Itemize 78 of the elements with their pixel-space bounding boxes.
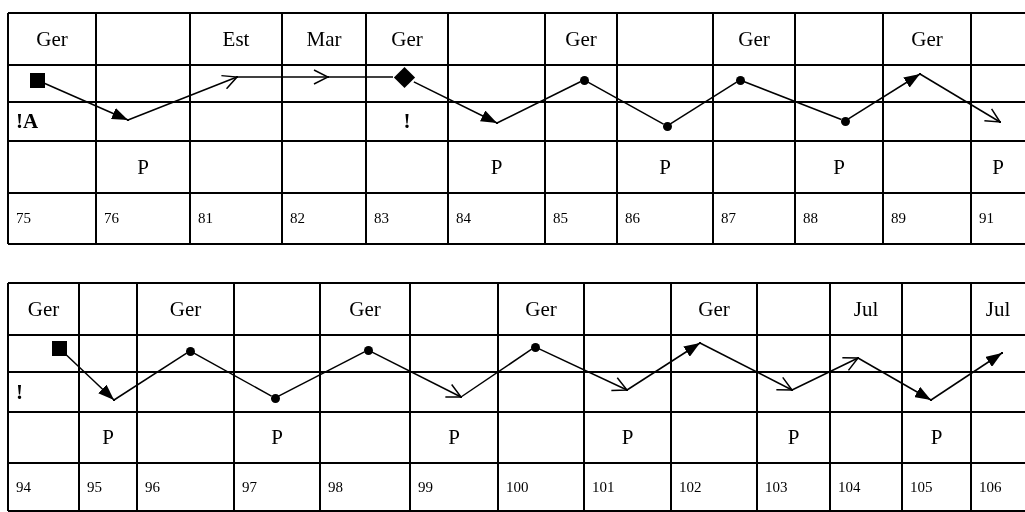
letter-label: P <box>992 156 1004 178</box>
number-label: 89 <box>891 211 906 226</box>
arrow <box>857 357 932 401</box>
letter-label: P <box>621 427 634 448</box>
line-segment <box>669 81 738 125</box>
number-label: 105 <box>910 479 933 495</box>
mark-label: ! <box>403 111 411 132</box>
number-label: 86 <box>625 211 640 226</box>
arrow <box>413 81 498 124</box>
letter-label: P <box>659 156 671 178</box>
arrow <box>370 351 462 398</box>
arrow <box>919 73 1001 123</box>
number-label: 75 <box>16 211 31 226</box>
mark-label: !A <box>16 111 39 132</box>
name-label: Est <box>222 28 250 50</box>
line-segment <box>113 352 188 401</box>
number-label: 83 <box>374 211 389 226</box>
number-label: 101 <box>592 479 615 495</box>
line-segment <box>277 351 366 397</box>
arrow <box>64 352 115 401</box>
arrow <box>791 357 859 391</box>
arrow <box>43 82 129 121</box>
name-label: Ger <box>525 298 557 320</box>
number-label: 96 <box>145 479 160 495</box>
number-label: 98 <box>328 479 343 495</box>
name-label: Ger <box>169 298 202 320</box>
number-label: 97 <box>242 479 257 495</box>
name-label: Ger <box>911 28 943 50</box>
letter-label: P <box>787 427 800 448</box>
arrow <box>127 74 238 121</box>
number-label: 99 <box>418 479 433 495</box>
name-label: Ger <box>36 28 68 50</box>
name-label: Jul <box>853 298 879 320</box>
arrow <box>537 347 628 392</box>
number-label: 102 <box>679 479 702 495</box>
name-label: Mar <box>306 28 342 50</box>
name-label: Ger <box>27 298 60 320</box>
name-label: Jul <box>985 298 1011 320</box>
number-label: 103 <box>765 479 788 495</box>
arrow <box>626 342 701 391</box>
letter-label: P <box>930 427 943 448</box>
number-label: 104 <box>838 479 861 495</box>
arrow <box>847 73 921 120</box>
number-label: 76 <box>104 211 119 226</box>
line-segment <box>496 81 582 124</box>
letter-label: P <box>833 156 845 178</box>
line-segment <box>192 352 273 397</box>
number-label: 81 <box>198 211 213 226</box>
square-marker <box>29 72 45 88</box>
number-label: 88 <box>803 211 818 226</box>
name-label: Ger <box>349 298 381 320</box>
line-segment <box>586 81 665 125</box>
line-segment <box>327 76 394 78</box>
mark-label: ! <box>16 381 23 403</box>
arrow <box>699 342 793 391</box>
line-segment <box>460 348 533 398</box>
letter-label: P <box>448 427 460 448</box>
letter-label: P <box>271 427 283 448</box>
arrow <box>236 69 329 85</box>
number-label: 106 <box>979 479 1002 495</box>
number-label: 84 <box>456 211 471 226</box>
number-label: 82 <box>290 211 305 226</box>
letter-label: P <box>137 156 149 178</box>
number-label: 100 <box>506 479 529 495</box>
name-label: Ger <box>738 28 770 50</box>
name-label: Ger <box>391 28 423 50</box>
letter-label: P <box>102 427 114 448</box>
number-label: 87 <box>721 211 736 226</box>
number-label: 94 <box>16 479 31 495</box>
line-segment <box>743 80 842 121</box>
square-marker <box>51 340 67 356</box>
arrow <box>930 352 1003 401</box>
number-label: 85 <box>553 211 568 226</box>
name-label: Ger <box>565 28 597 50</box>
number-label: 91 <box>979 211 994 226</box>
letter-label: P <box>490 156 503 178</box>
number-label: 95 <box>87 479 102 495</box>
name-label: Ger <box>698 298 730 320</box>
